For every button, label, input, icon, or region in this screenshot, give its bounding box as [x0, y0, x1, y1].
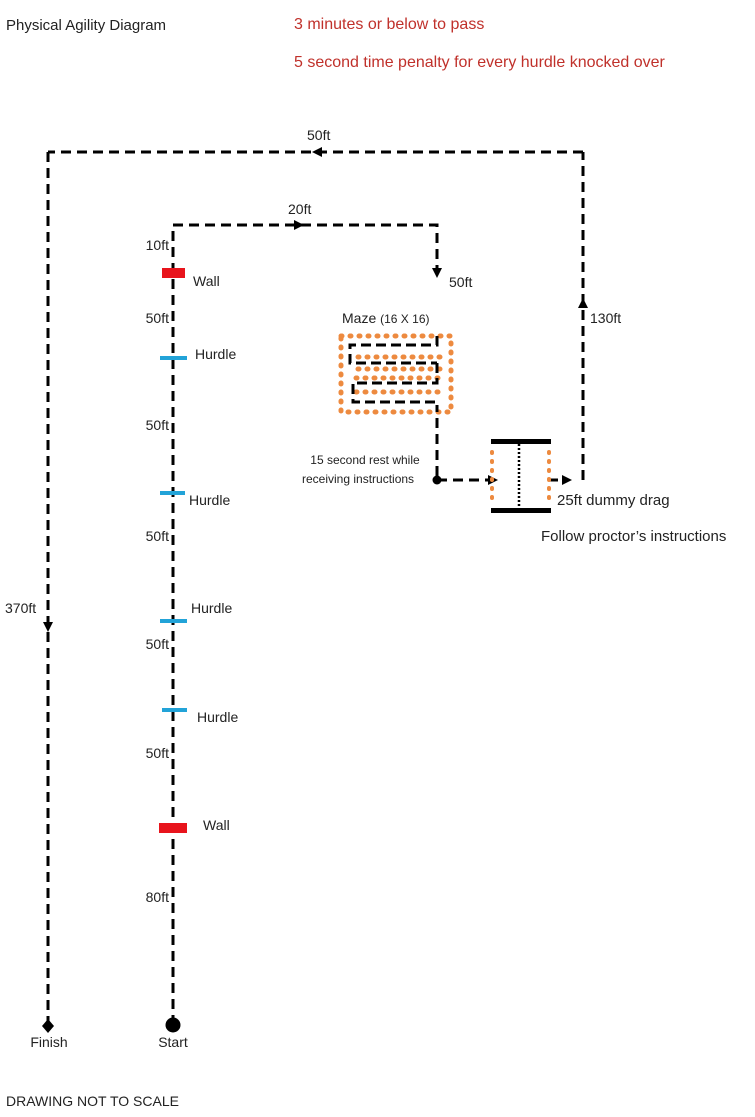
arrow-down-icon: [43, 622, 53, 632]
hurdle-1-label: Hurdle: [195, 346, 237, 362]
distance-label-return-down: 370ft: [5, 600, 37, 616]
wall-top-label: Wall: [193, 273, 220, 289]
distance-label-down-run: 50ft: [449, 274, 473, 290]
maze-label: Maze (16 X 16): [342, 311, 429, 325]
diagram-title: Physical Agility Diagram: [6, 17, 167, 34]
wall-top-obstacle: [162, 268, 185, 278]
start-marker: [165, 1017, 181, 1033]
hurdle-2-obstacle: [160, 491, 185, 495]
finish-label: Finish: [30, 1034, 68, 1050]
proctor-instructions-text: Follow proctor’s instructions: [541, 528, 727, 545]
hurdle-3-obstacle: [160, 619, 187, 623]
distance-label-up-run: 130ft: [590, 310, 622, 326]
wall-bottom-obstacle: [159, 823, 187, 833]
hurdle-3-label: Hurdle: [191, 600, 233, 616]
distance-label-4: 50ft: [145, 528, 169, 544]
arrow-down-icon: [432, 268, 442, 278]
distance-label-2: 50ft: [145, 310, 169, 326]
dummy-drag-apparatus: [490, 439, 551, 513]
distance-label-6: 50ft: [145, 745, 169, 761]
course-top-run: [173, 223, 439, 278]
start-label: Start: [158, 1034, 188, 1050]
hurdle-2-label: Hurdle: [189, 492, 231, 508]
hurdle-4-label: Hurdle: [197, 709, 239, 725]
dummy-drag-label: 25ft dummy drag: [557, 492, 670, 509]
scale-note: DRAWING NOT TO SCALE: [6, 1093, 179, 1109]
hurdle-1-obstacle: [160, 356, 187, 360]
finish-marker: [42, 1019, 54, 1033]
wall-bottom-label: Wall: [203, 817, 230, 833]
hurdle-4-obstacle: [162, 708, 187, 712]
rest-point-marker: [432, 475, 442, 485]
arrow-right-icon: [562, 475, 572, 485]
distance-label-7: 80ft: [145, 889, 169, 905]
distance-label-return-top: 50ft: [307, 127, 331, 143]
arrow-up-icon: [578, 298, 588, 308]
penalty-rule-text: 5 second time penalty for every hurdle k…: [294, 54, 665, 71]
distance-label-1: 10ft: [145, 237, 169, 253]
distance-label-3: 50ft: [145, 417, 169, 433]
maze-size-text: (16 X 16): [380, 312, 430, 326]
distance-label-top-run: 20ft: [288, 201, 312, 217]
rest-label-line1: 15 second rest while: [310, 453, 420, 467]
arrow-left-icon: [312, 147, 322, 157]
rest-label-line2: receiving instructions: [302, 472, 415, 486]
distance-label-5: 50ft: [145, 636, 169, 652]
maze-obstacle: [338, 333, 454, 415]
arrow-right-icon: [294, 220, 304, 230]
pass-rule-text: 3 minutes or below to pass: [294, 16, 485, 33]
maze-label-text: Maze: [342, 310, 377, 326]
